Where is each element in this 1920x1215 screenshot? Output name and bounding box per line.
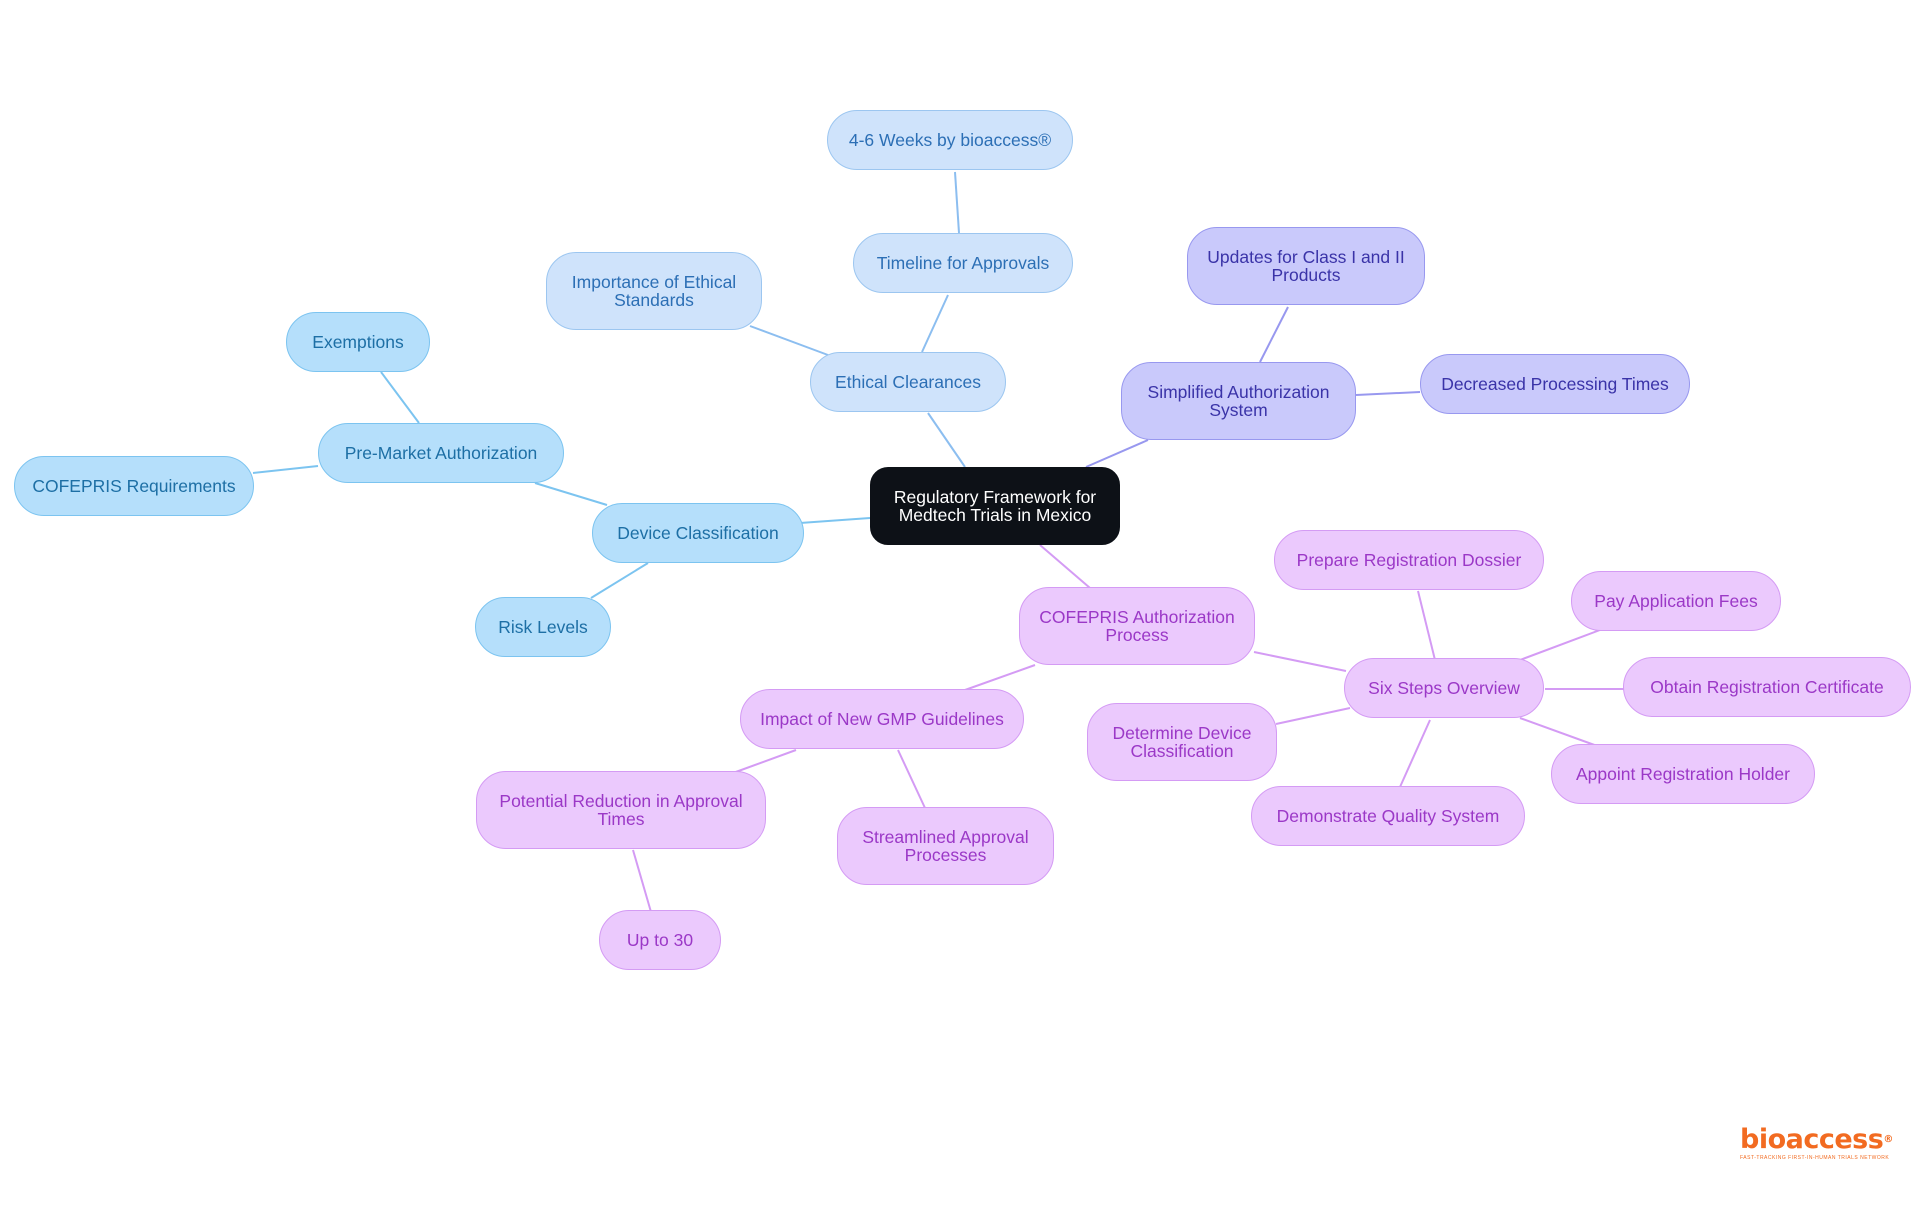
link-simplified-decreased [1355,391,1421,396]
link-steps-demonstrate [1399,719,1431,788]
link-steps-pay [1519,629,1601,661]
link-ethical-importance [749,325,829,356]
obtain-certificate-node: Obtain Registration Certificate [1623,657,1911,717]
weeks-bioaccess-node: 4-6 Weeks by bioaccess® [827,110,1073,170]
gmp-guidelines-node: Impact of New GMP Guidelines [740,689,1024,749]
link-device-risk [590,562,649,599]
up-to-30-node: Up to 30 [599,910,721,970]
pay-fees-node: Pay Application Fees [1571,571,1781,631]
link-device-premarket [534,482,608,506]
link-premarket-cofepris [252,465,319,474]
link-timeline-weeks [954,171,960,234]
pre-market-authorization-node: Pre-Market Authorization [318,423,564,483]
timeline-approvals-node: Timeline for Approvals [853,233,1073,293]
cofepris-requirements-node: COFEPRIS Requirements [14,456,254,516]
link-simplified-updates [1259,306,1289,363]
prepare-dossier-node: Prepare Registration Dossier [1274,530,1544,590]
appoint-holder-node: Appoint Registration Holder [1551,744,1815,804]
cofepris-process-node: COFEPRIS Authorization Process [1019,587,1255,665]
updates-class-products-node: Updates for Class I and II Products [1187,227,1425,305]
link-root-ethical [927,412,966,468]
six-steps-node: Six Steps Overview [1344,658,1544,718]
link-steps-prepare [1417,590,1436,661]
link-root-simplified [1085,439,1149,468]
link-cofepris-sixsteps [1253,651,1347,672]
importance-ethical-standards-node: Importance of Ethical Standards [546,252,762,330]
logo-tagline: FAST-TRACKING FIRST-IN-HUMAN TRIALS NETW… [1740,1155,1890,1161]
link-reduction-upto [632,849,652,913]
device-classification-node: Device Classification [592,503,804,563]
link-steps-determine [1275,707,1351,725]
risk-levels-node: Risk Levels [475,597,611,657]
link-gmp-streamlined [897,749,926,809]
decreased-processing-node: Decreased Processing Times [1420,354,1690,414]
exemptions-node: Exemptions [286,312,430,372]
bioaccess-logo: bioaccess® FAST-TRACKING FIRST-IN-HUMAN … [1740,1124,1893,1166]
link-ethical-timeline [921,294,949,353]
determine-classification-node: Determine Device Classification [1087,703,1277,781]
potential-reduction-node: Potential Reduction in Approval Times [476,771,766,849]
link-root-cofepris [1039,544,1091,589]
demonstrate-quality-node: Demonstrate Quality System [1251,786,1525,846]
link-steps-appoint [1519,717,1601,748]
link-cofepris-gmp [964,664,1036,691]
ethical-clearances-node: Ethical Clearances [810,352,1006,412]
link-premarket-exemptions [380,371,420,424]
logo-registered-mark: ® [1883,1134,1893,1145]
logo-wordmark: bioaccess [1740,1124,1884,1155]
simplified-authorization-node: Simplified Authorization System [1121,362,1356,440]
streamlined-approval-node: Streamlined Approval Processes [837,807,1054,885]
link-root-device [799,517,871,524]
root-node: Regulatory Framework for Medtech Trials … [870,467,1120,545]
link-gmp-reduction [732,749,797,774]
